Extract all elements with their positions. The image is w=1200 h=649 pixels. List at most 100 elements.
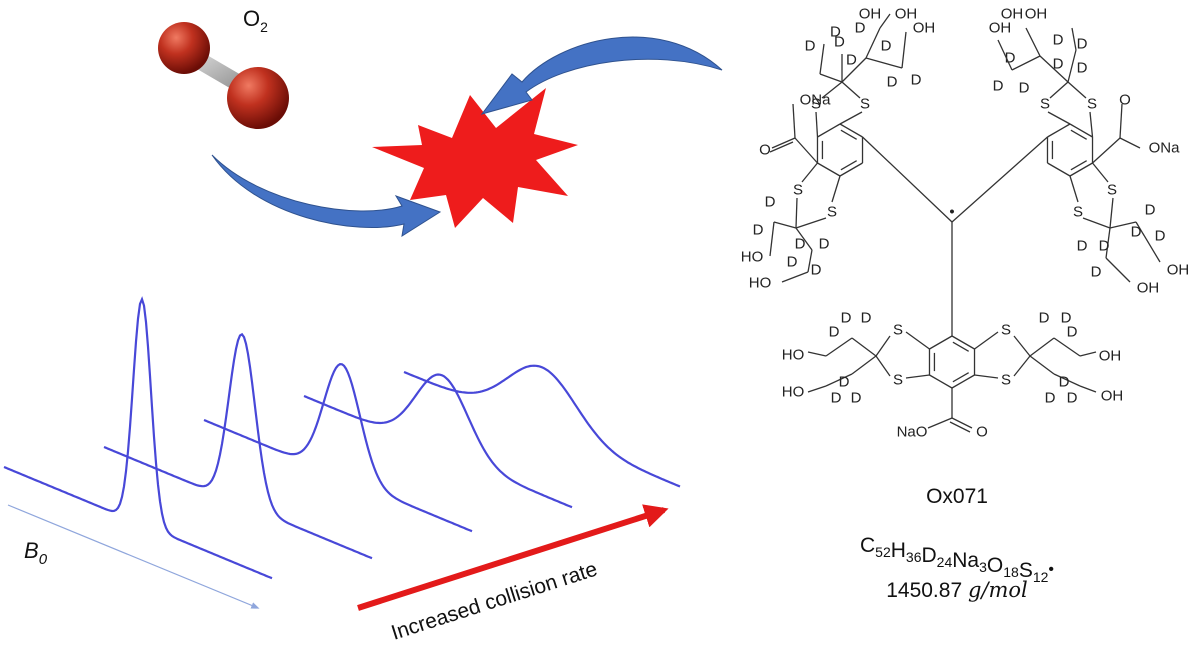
- atom-label: S: [1107, 182, 1117, 199]
- atom-label: O: [759, 142, 771, 159]
- atom-label: D: [1077, 60, 1088, 77]
- bond: [1053, 337, 1081, 357]
- bond: [1082, 217, 1111, 229]
- bond: [1109, 197, 1114, 229]
- bond: [1092, 162, 1109, 183]
- bond: [974, 331, 999, 350]
- molecule-name: Ox071: [926, 485, 988, 508]
- atom-label: D: [1145, 202, 1156, 219]
- ring-left-double-bond: [840, 160, 857, 171]
- bond: [875, 335, 891, 357]
- ring-bottom-ring-bond: [929, 374, 953, 389]
- ring-right-double-bond: [1070, 160, 1087, 171]
- bond: [771, 137, 796, 149]
- bond: [815, 111, 819, 138]
- radical-dot: •: [949, 204, 954, 221]
- bond: [1079, 385, 1097, 393]
- bond: [1013, 355, 1031, 377]
- atom-label: OH: [1101, 388, 1124, 405]
- collision-rate-label: Increased collision rate: [389, 558, 601, 645]
- atom-label: D: [830, 24, 841, 41]
- atom-label: D: [1067, 390, 1078, 407]
- spectrum-line-4: [303, 373, 573, 509]
- ring-right-ring-bond: [1069, 123, 1093, 138]
- spectrum-line-3: [203, 362, 473, 533]
- bond: [825, 337, 853, 357]
- atom-label: S: [1001, 322, 1011, 339]
- bond: [819, 73, 843, 83]
- atom-label: D: [1099, 238, 1110, 255]
- bond: [927, 417, 953, 429]
- bond: [1105, 257, 1131, 283]
- bond: [1047, 111, 1071, 125]
- atom-label: D: [1131, 224, 1142, 241]
- atom-label: OH: [895, 6, 918, 23]
- atom-label: OH: [1137, 280, 1160, 297]
- bond: [1011, 55, 1041, 71]
- bond: [1067, 81, 1087, 99]
- atom-label: D: [1155, 228, 1166, 245]
- ring-left-ring-bond: [839, 123, 863, 138]
- atom-label: D: [1039, 310, 1050, 327]
- bond: [905, 331, 930, 350]
- bond: [1119, 103, 1123, 139]
- spectrum-line-2: [103, 332, 373, 560]
- atom-label: OH: [1001, 6, 1024, 23]
- bond: [1109, 221, 1137, 229]
- atom-label: HO: [741, 249, 764, 266]
- ring-left-ring-bond: [817, 123, 841, 138]
- atom-label: D: [1053, 32, 1064, 49]
- bond: [1013, 335, 1031, 357]
- bond: [1053, 373, 1081, 387]
- central-bond-right: [951, 136, 1048, 223]
- bond: [1069, 175, 1079, 203]
- atom-label: D: [753, 222, 764, 239]
- atom-label: S: [1001, 372, 1011, 389]
- bond: [851, 337, 877, 357]
- bond: [769, 221, 775, 257]
- atom-label: D: [1061, 310, 1072, 327]
- atom-label: D: [1045, 390, 1056, 407]
- atom-label: S: [893, 372, 903, 389]
- bond: [773, 221, 797, 229]
- bond: [865, 27, 881, 59]
- atom-label: D: [839, 374, 850, 391]
- bond: [949, 421, 971, 433]
- ring-left-double-bond: [840, 129, 857, 140]
- bond: [807, 351, 827, 357]
- bond: [819, 43, 825, 75]
- atom-label: ONa: [800, 92, 832, 109]
- atom-label: HO: [782, 384, 805, 401]
- atom-label: S: [793, 182, 803, 199]
- bond: [792, 103, 796, 139]
- atom-label: D: [811, 262, 822, 279]
- atom-label: ONa: [1149, 140, 1181, 157]
- bond: [769, 141, 794, 153]
- atom-label: O: [976, 424, 988, 441]
- central-bond-left: [862, 136, 953, 223]
- atom-label: S: [1040, 96, 1050, 113]
- bond: [781, 271, 809, 283]
- bond: [1039, 55, 1069, 83]
- ring-right-ring-bond: [1047, 162, 1071, 177]
- spectrum-line-1: [3, 296, 273, 580]
- atom-label: D: [1053, 56, 1064, 73]
- ring-left-ring-bond: [839, 162, 863, 177]
- atom-label: D: [1077, 36, 1088, 53]
- ring-left-ring-bond: [817, 162, 841, 177]
- bond: [795, 217, 827, 229]
- bond: [841, 57, 867, 83]
- atom-label: D: [881, 38, 892, 55]
- atom-label: D: [1067, 324, 1078, 341]
- bond: [1067, 49, 1077, 83]
- outgoing-arrow: [480, 36, 723, 115]
- oxygen-label: O2: [243, 6, 268, 35]
- atom-label: D: [846, 52, 857, 69]
- atom-label: D: [831, 390, 842, 407]
- ring-bottom-double-bond: [952, 341, 969, 352]
- atom-label: D: [819, 236, 830, 253]
- bond: [841, 81, 861, 99]
- bond: [905, 374, 930, 379]
- bond: [865, 57, 903, 69]
